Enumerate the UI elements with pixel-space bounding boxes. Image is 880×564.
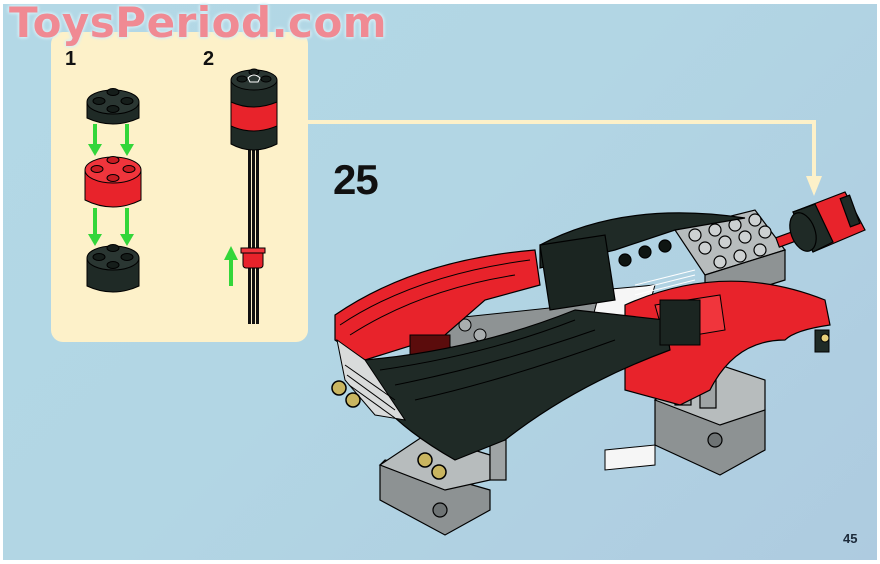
- cylinder-assembly: [230, 68, 278, 151]
- black-cabin: [539, 212, 746, 311]
- axle: [248, 144, 259, 324]
- sub-step-2-number: 2: [203, 48, 215, 70]
- watermark: ToysPeriod.com: [9, 0, 388, 47]
- red-round-brick: [84, 156, 142, 208]
- sub-step-1-number: 1: [65, 48, 77, 70]
- sub-assembly-panel: 1 2: [51, 32, 308, 342]
- callout-line: [308, 120, 816, 124]
- sub-step-1-illustration: [84, 88, 142, 293]
- page-number: 45: [843, 531, 858, 546]
- car-model-illustration: [331, 191, 866, 536]
- callout-arrow-icon: [806, 176, 822, 196]
- green-arrow-icon: [88, 124, 134, 156]
- red-bush: [240, 247, 266, 269]
- black-round-brick-bottom: [86, 244, 140, 293]
- green-arrow-icon: [224, 246, 238, 286]
- red-front-body: [334, 249, 541, 361]
- rear-light: [814, 329, 830, 353]
- rear-cylinder-assembly: [775, 191, 866, 253]
- sub-step-2-illustration: [224, 68, 278, 324]
- black-round-brick-top: [86, 88, 140, 125]
- green-arrow-icon: [88, 208, 134, 246]
- instruction-page: 1 2: [3, 0, 877, 560]
- callout-line-down: [812, 120, 816, 180]
- white-panel: [604, 444, 656, 471]
- step-number: 25: [333, 156, 379, 203]
- front-grille: [336, 338, 407, 421]
- black-block: [659, 299, 701, 346]
- headlights: [331, 380, 447, 480]
